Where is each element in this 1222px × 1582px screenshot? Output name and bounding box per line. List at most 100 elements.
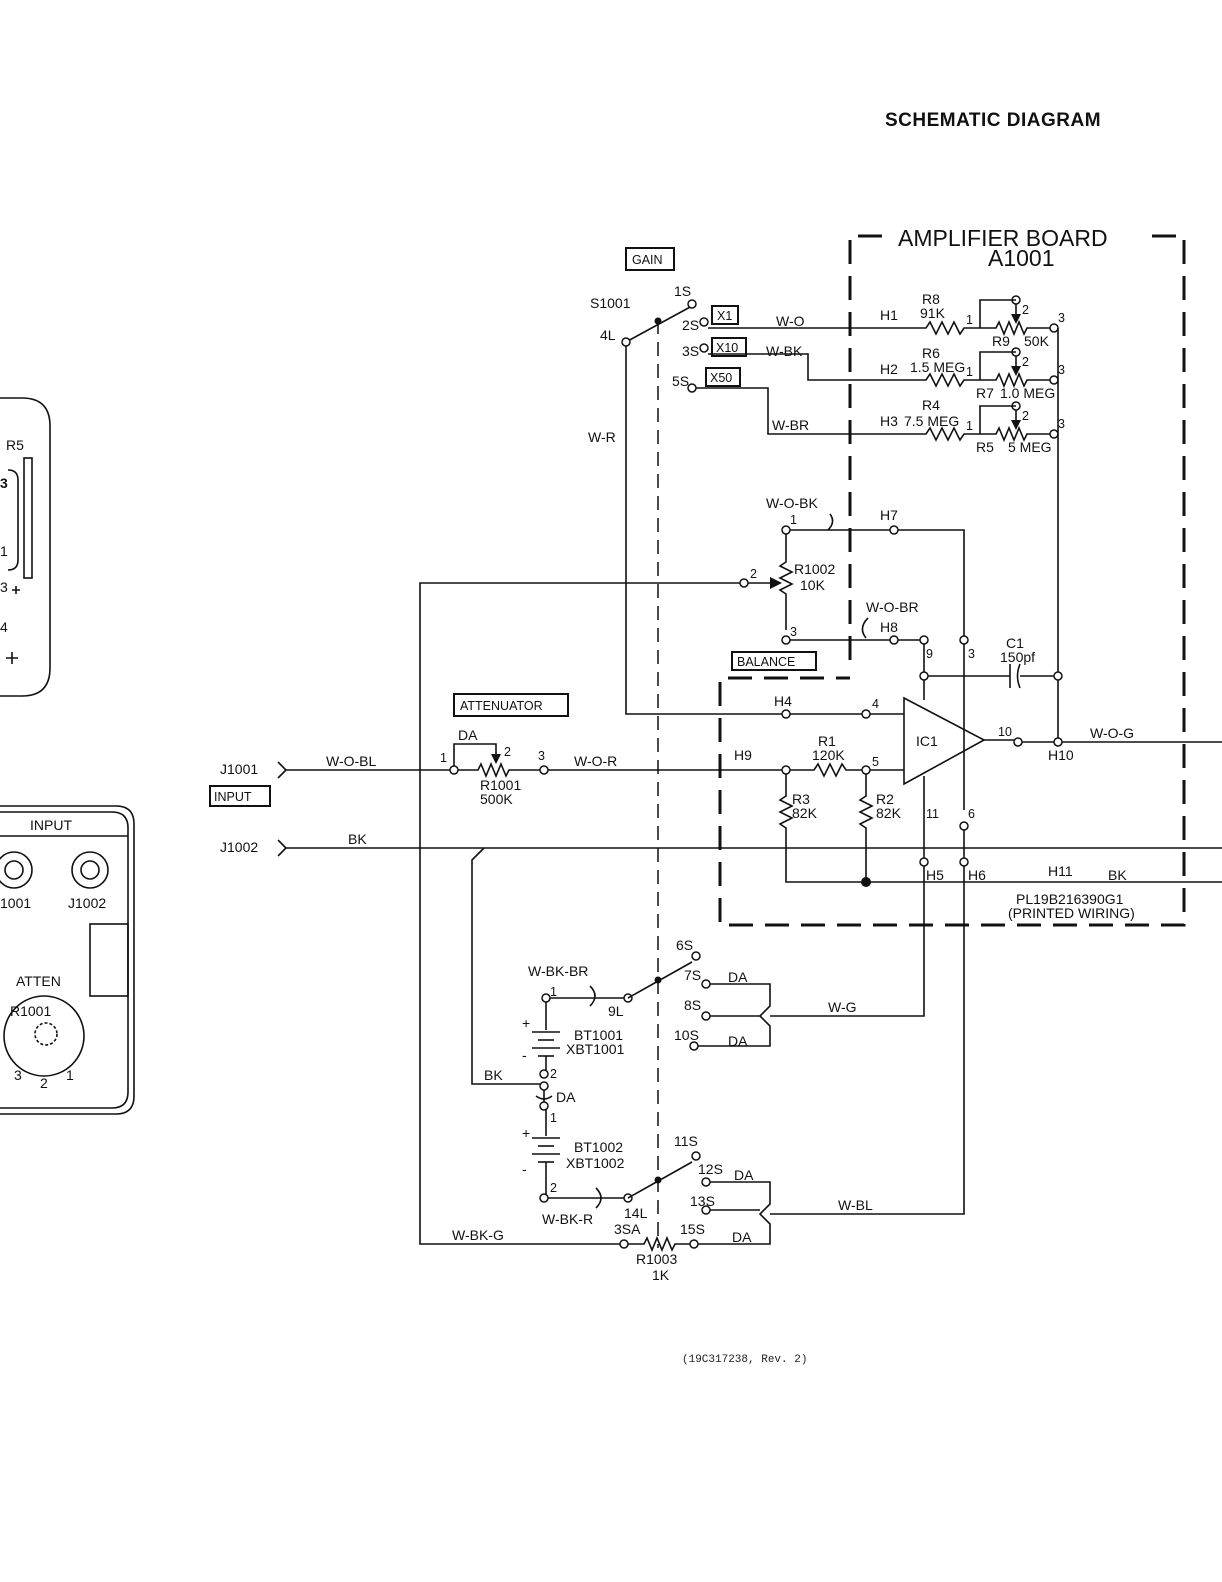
- ic-pin5: 5: [872, 755, 879, 769]
- h9-label: H9: [734, 747, 752, 763]
- ic-pin3: 3: [968, 647, 975, 661]
- page-title: SCHEMATIC DIAGRAM: [885, 110, 1102, 131]
- wire-w-g-label: W-G: [828, 999, 857, 1015]
- sw-12s-label: 12S: [698, 1161, 723, 1177]
- balance-label: BALANCE: [737, 655, 795, 669]
- wire-da-15s-label: DA: [732, 1229, 752, 1245]
- c1-label: C1: [1006, 635, 1024, 651]
- r3-value: 82K: [792, 805, 818, 821]
- bt1002-minus: -: [522, 1161, 527, 1177]
- xbt1001-label: XBT1001: [566, 1041, 625, 1057]
- ic-pin9: 9: [926, 647, 933, 661]
- bt1002-pin2: 2: [550, 1181, 557, 1195]
- bt1001-pin1: 1: [550, 985, 557, 999]
- r5-pin3: 3: [1058, 417, 1065, 431]
- r3-label: R3: [792, 791, 810, 807]
- r6-value: 1.5 MEG: [910, 359, 965, 375]
- x10-label: X10: [716, 341, 738, 355]
- r5-pin2: 2: [1022, 409, 1029, 423]
- amp-board-pl: PL19B216390G1: [1016, 891, 1124, 907]
- bt1001-plus: +: [522, 1015, 530, 1031]
- panel-pin1-label: 1: [0, 543, 8, 559]
- sw-5s-label: 5S: [672, 373, 689, 389]
- sw-3sa-label: 3SA: [614, 1221, 641, 1237]
- r1-value: 120K: [812, 747, 845, 763]
- r5-pin1: 1: [966, 419, 973, 433]
- gain-label: GAIN: [632, 253, 663, 267]
- r8-value: 91K: [920, 305, 946, 321]
- r1001-label: R1001: [480, 777, 521, 793]
- r1003-value: 1K: [652, 1267, 670, 1283]
- h7-label: H7: [880, 507, 898, 523]
- wire-w-bk-g-label: W-BK-G: [452, 1227, 504, 1243]
- sw-10s-label: 10S: [674, 1027, 699, 1043]
- r4-label: R4: [922, 397, 940, 413]
- r1001-pin2: 2: [504, 745, 511, 759]
- r6-label: R6: [922, 345, 940, 361]
- r1001-pin1: 1: [440, 751, 447, 765]
- x50-label: X50: [710, 371, 732, 385]
- r1002-pin3: 3: [790, 625, 797, 639]
- wire-w-bk-r-label: W-BK-R: [542, 1211, 593, 1227]
- wire-bk-battery-label: BK: [484, 1067, 503, 1083]
- input-label: INPUT: [214, 790, 252, 804]
- r1002-pin1: 1: [790, 513, 797, 527]
- ic-pin4: 4: [872, 697, 879, 711]
- r9-label: R9: [992, 333, 1010, 349]
- r5-label: R5: [976, 439, 994, 455]
- wire-w-bl-label: W-BL: [838, 1197, 873, 1213]
- panel-pin3b-label: 3: [0, 579, 8, 595]
- panel-input-label: INPUT: [30, 817, 72, 833]
- document-number: (19C317238, Rev. 2): [682, 1354, 808, 1366]
- r2-value: 82K: [876, 805, 902, 821]
- h1-label: H1: [880, 307, 898, 323]
- panel-j1001-label: 1001: [0, 895, 31, 911]
- sw-2s-label: 2S: [682, 317, 699, 333]
- wire-w-o-bl-label: W-O-BL: [326, 753, 377, 769]
- battery-section: W-BK-BR 1 9L 6S 7S 8S 10S DA DA W-G + - …: [452, 937, 873, 1283]
- r9-pin3: 3: [1058, 311, 1065, 325]
- bt1002-pin1: 1: [550, 1111, 557, 1125]
- sw-15s-label: 15S: [680, 1221, 705, 1237]
- panel-pin4-label: 4: [0, 619, 8, 635]
- panel-front-view: INPUT 1001 J1002 ATTEN R1001 3 2 1: [0, 805, 135, 1115]
- x10-box: [711, 337, 747, 357]
- sw-6s-label: 6S: [676, 937, 693, 953]
- balance-box: [731, 651, 817, 671]
- bt1001-pin2: 2: [550, 1067, 557, 1081]
- wire-w-o-r-label: W-O-R: [574, 753, 617, 769]
- panel-term3-label: 3: [14, 1067, 22, 1083]
- amp-board-ref: A1001: [988, 245, 1055, 271]
- r8-label: R8: [922, 291, 940, 307]
- ic-pin11: 11: [926, 807, 939, 821]
- bt1002-label: BT1002: [574, 1139, 623, 1155]
- wire-w-o-bk-label: W-O-BK: [766, 495, 819, 511]
- wire-bk-label: BK: [348, 831, 367, 847]
- x1-label: X1: [717, 309, 732, 323]
- ic1-label: IC1: [916, 733, 938, 749]
- r7-pin3: 3: [1058, 363, 1065, 377]
- attenuator-label: ATTENUATOR: [460, 699, 543, 713]
- sw-11s-label: 11S: [674, 1133, 698, 1149]
- wire-w-r-label: W-R: [588, 429, 616, 445]
- h5-label: H5: [926, 867, 944, 883]
- ic-pin6: 6: [968, 807, 975, 821]
- switch-ref: S1001: [590, 295, 631, 311]
- gain-box: [625, 247, 675, 271]
- wire-da-atten-label: DA: [458, 727, 478, 743]
- h11-label: H11: [1048, 863, 1073, 879]
- r7-pin2: 2: [1022, 355, 1029, 369]
- wire-w-o-g-label: W-O-G: [1090, 725, 1134, 741]
- r2-label: R2: [876, 791, 894, 807]
- amp-board-title: AMPLIFIER BOARD: [898, 225, 1108, 251]
- j1001-label: J1001: [220, 761, 258, 777]
- wire-bk-right-label: BK: [1108, 867, 1127, 883]
- h3-label: H3: [880, 413, 898, 429]
- sw-9l-label: 9L: [608, 1003, 624, 1019]
- input-section: J1001 INPUT W-O-BL ATTENUATOR 1 DA 2 3 R…: [209, 693, 1222, 1085]
- gain-switch: GAIN S1001 1S 2S 3S 4L 5S X1 X10 X50: [590, 247, 747, 393]
- panel-term1-label: 1: [66, 1067, 74, 1083]
- attenuator-box: [453, 693, 569, 717]
- h2-label: H2: [880, 361, 898, 377]
- wire-w-o-br-label: W-O-BR: [866, 599, 919, 615]
